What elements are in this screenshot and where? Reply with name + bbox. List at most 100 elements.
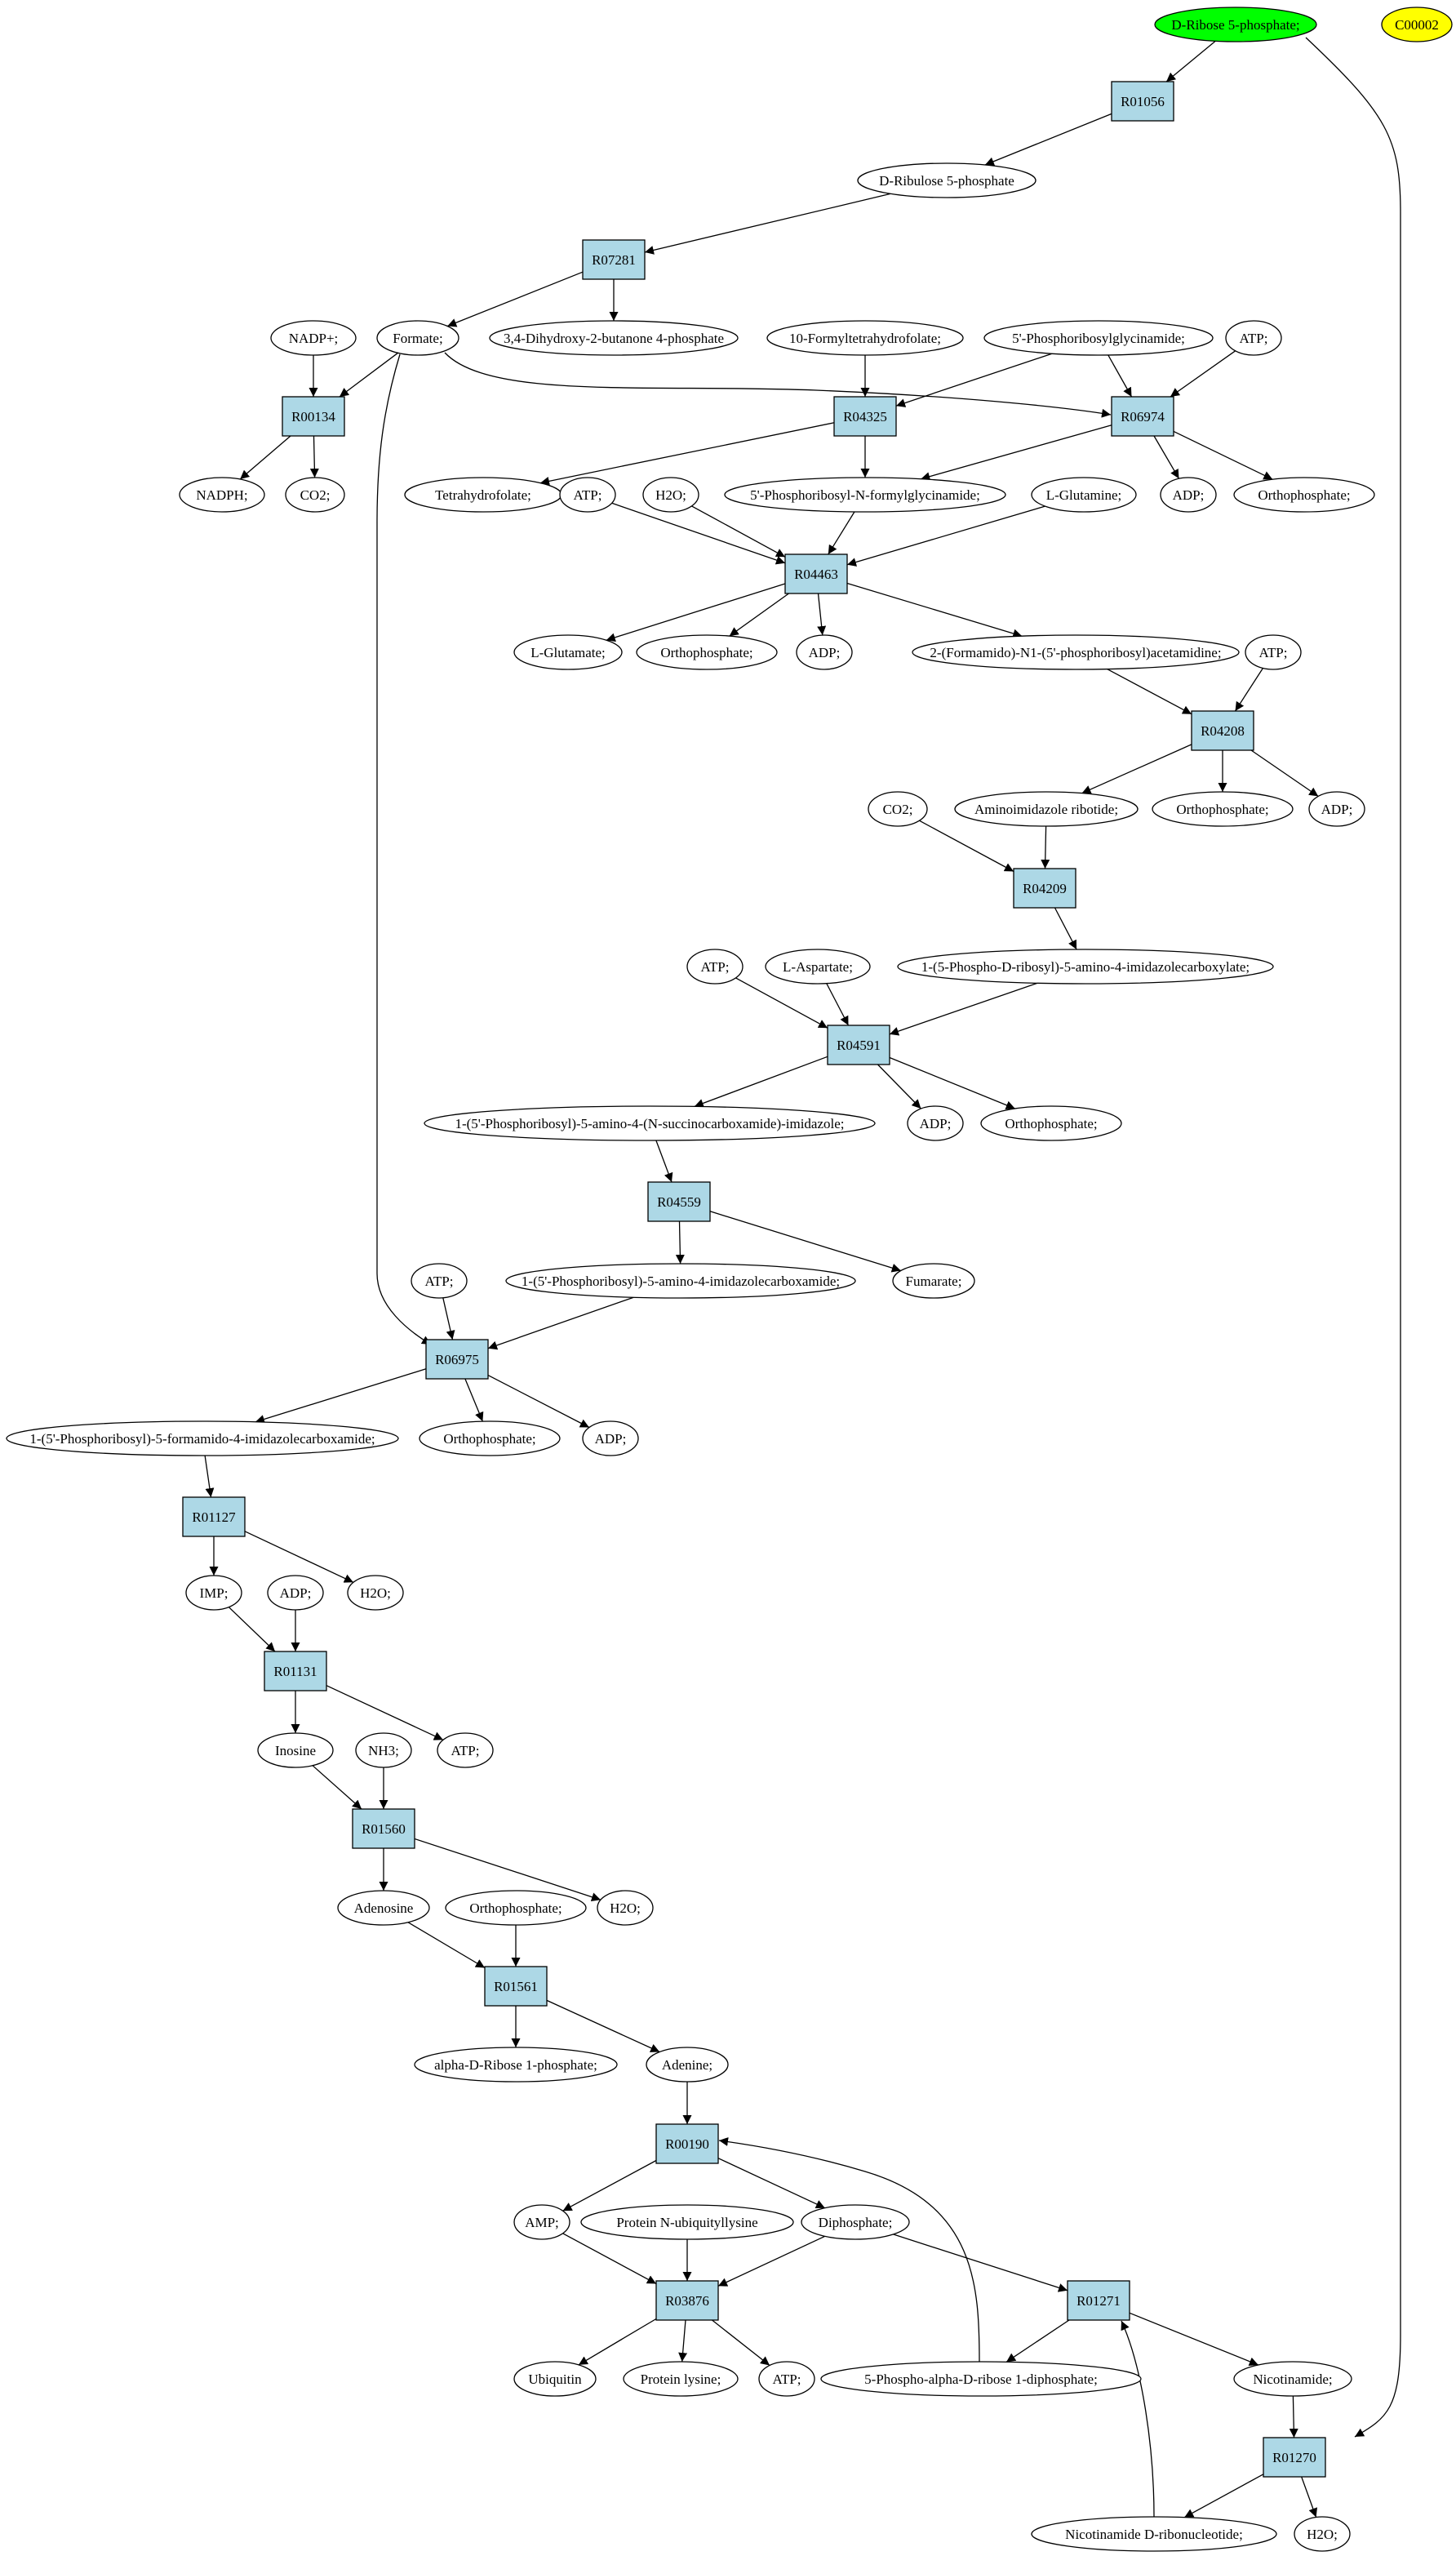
reaction-node-r01561[interactable]: R01561 [484, 1966, 548, 2007]
compound-node-co2-1[interactable]: CO2; [285, 477, 345, 513]
reaction-node-r04209[interactable]: R04209 [1013, 868, 1076, 909]
compound-node-formyltetrahydrofolate[interactable]: 10-Formyltetrahydrofolate; [766, 320, 964, 356]
compound-node-fgam[interactable]: 2-(Formamido)-N1-(5'-phosphoribosyl)acet… [912, 634, 1240, 670]
compound-node-adp-3[interactable]: ADP; [1308, 791, 1365, 827]
compound-node-amp[interactable]: AMP; [513, 2204, 570, 2240]
compound-node-orthophosphate-3[interactable]: Orthophosphate; [1152, 791, 1294, 827]
compound-node-orthophosphate-2[interactable]: Orthophosphate; [636, 634, 778, 670]
compound-node-h2o-3[interactable]: H2O; [597, 1890, 654, 1926]
compound-node-imp[interactable]: IMP; [185, 1575, 242, 1611]
compound-node-phosphoribosylglycinamide[interactable]: 5'-Phosphoribosylglycinamide; [983, 320, 1214, 356]
reaction-node-r07281[interactable]: R07281 [582, 239, 646, 280]
compound-node-saicar[interactable]: 1-(5'-Phosphoribosyl)-5-amino-4-(N-succi… [424, 1105, 876, 1141]
compound-node-nh3[interactable]: NH3; [355, 1732, 412, 1768]
edge-r01271-to-prpp [1005, 2319, 1070, 2363]
compound-node-protein-lysine[interactable]: Protein lysine; [623, 2361, 739, 2397]
edge-r01131-to-atp-6 [326, 1685, 444, 1740]
reaction-node-r00134[interactable]: R00134 [282, 396, 345, 437]
compound-node-orthophosphate-6[interactable]: Orthophosphate; [445, 1890, 587, 1926]
compound-node-ubiquitin[interactable]: Ubiquitin [513, 2361, 597, 2397]
compound-node-nicotinamide[interactable]: Nicotinamide; [1233, 2361, 1352, 2397]
compound-node-orthophosphate-5[interactable]: Orthophosphate; [419, 1420, 561, 1456]
node-label: 2-(Formamido)-N1-(5'-phosphoribosyl)acet… [930, 645, 1221, 660]
compound-node-protein-n-ubiquityllysine[interactable]: Protein N-ubiquityllysine [580, 2204, 794, 2240]
node-label: ADP; [280, 1585, 312, 1601]
reaction-node-r04325[interactable]: R04325 [833, 396, 897, 437]
edge-adenosine-to-r01561 [407, 1922, 486, 1969]
node-label: Fumarate; [906, 1274, 962, 1289]
compound-node-h2o-2[interactable]: H2O; [347, 1575, 404, 1611]
compound-node-adenine[interactable]: Adenine; [646, 2047, 729, 2083]
compound-node-c00002[interactable]: C00002 [1381, 7, 1453, 42]
compound-node-dihydroxy-butanone[interactable]: 3,4-Dihydroxy-2-butanone 4-phosphate [489, 320, 739, 356]
reaction-node-r04559[interactable]: R04559 [647, 1181, 711, 1222]
compound-ellipse [623, 2361, 739, 2397]
compound-node-adp-6[interactable]: ADP; [267, 1575, 324, 1611]
node-label: Orthophosphate; [469, 1900, 562, 1916]
compound-node-adenosine[interactable]: Adenosine [337, 1890, 430, 1926]
compound-node-nadp[interactable]: NADP+; [270, 320, 357, 356]
compound-node-prpp[interactable]: 5-Phospho-alpha-D-ribose 1-diphosphate; [820, 2361, 1142, 2397]
compound-ellipse [597, 1890, 654, 1926]
compound-node-atp-2[interactable]: ATP; [559, 477, 616, 513]
compound-node-faicar[interactable]: 1-(5'-Phosphoribosyl)-5-formamido-4-imid… [6, 1420, 399, 1456]
compound-node-co2-2[interactable]: CO2; [868, 791, 928, 827]
node-label: Orthophosphate; [660, 645, 752, 660]
compound-node-atp-3[interactable]: ATP; [1245, 634, 1302, 670]
compound-node-adp-5[interactable]: ADP; [582, 1420, 639, 1456]
compound-ellipse [376, 320, 459, 356]
compound-node-atp-1[interactable]: ATP; [1225, 320, 1282, 356]
node-label: ADP; [1173, 487, 1205, 503]
compound-node-d-ribose-5-phosphate[interactable]: D-Ribose 5-phosphate; [1154, 7, 1317, 42]
edge-r03876-to-protein-lysine [678, 2319, 688, 2363]
compound-node-atp-5[interactable]: ATP; [411, 1263, 468, 1299]
reaction-node-r01560[interactable]: R01560 [352, 1808, 415, 1849]
reaction-node-r06974[interactable]: R06974 [1111, 396, 1174, 437]
compound-node-atp-6[interactable]: ATP; [437, 1732, 494, 1768]
compound-node-adp-1[interactable]: ADP; [1160, 477, 1217, 513]
compound-node-fgar[interactable]: 5'-Phosphoribosyl-N-formylglycinamide; [724, 477, 1006, 513]
reaction-node-r03876[interactable]: R03876 [655, 2280, 719, 2321]
reaction-node-r01131[interactable]: R01131 [264, 1651, 327, 1691]
reaction-node-r01127[interactable]: R01127 [182, 1496, 246, 1537]
reaction-node-r04208[interactable]: R04208 [1191, 710, 1254, 751]
compound-node-atp-4[interactable]: ATP; [686, 949, 744, 985]
compound-ellipse [1308, 791, 1365, 827]
compound-node-tetrahydrofolate[interactable]: Tetrahydrofolate; [404, 477, 562, 513]
compound-node-adp-2[interactable]: ADP; [796, 634, 853, 670]
compound-node-adp-4[interactable]: ADP; [907, 1105, 964, 1141]
node-label: ATP; [574, 487, 602, 503]
reaction-node-r01270[interactable]: R01270 [1263, 2437, 1326, 2478]
compound-node-orthophosphate-1[interactable]: Orthophosphate; [1233, 477, 1375, 513]
reaction-node-r01056[interactable]: R01056 [1111, 81, 1174, 122]
compound-node-d-ribulose-5-phosphate[interactable]: D-Ribulose 5-phosphate [857, 162, 1037, 198]
compound-node-h2o-1[interactable]: H2O; [642, 477, 699, 513]
compound-node-fumarate[interactable]: Fumarate; [892, 1263, 975, 1299]
compound-node-air[interactable]: Aminoimidazole ribotide; [954, 791, 1139, 827]
compound-node-l-glutamine[interactable]: L-Glutamine; [1031, 477, 1137, 513]
reaction-node-r06975[interactable]: R06975 [425, 1339, 489, 1380]
compound-node-aicar[interactable]: 1-(5'-Phosphoribosyl)-5-amino-4-imidazol… [505, 1263, 856, 1299]
compound-ellipse [257, 1732, 334, 1768]
compound-node-nadph[interactable]: NADPH; [179, 477, 265, 513]
reaction-node-r01271[interactable]: R01271 [1067, 2280, 1130, 2321]
edge-r04208-to-air [1081, 744, 1192, 794]
compound-ellipse [6, 1420, 399, 1456]
compound-node-cair[interactable]: 1-(5-Phospho-D-ribosyl)-5-amino-4-imidaz… [897, 949, 1274, 985]
compound-node-atp-7[interactable]: ATP; [758, 2361, 815, 2397]
compound-node-inosine[interactable]: Inosine [257, 1732, 334, 1768]
reaction-node-r00190[interactable]: R00190 [655, 2123, 719, 2164]
node-label: 1-(5'-Phosphoribosyl)-5-amino-4-imidazol… [522, 1274, 840, 1289]
compound-node-formate[interactable]: Formate; [376, 320, 459, 356]
compound-node-nicotinamide-d-ribonucleotide[interactable]: Nicotinamide D-ribonucleotide; [1031, 2516, 1277, 2552]
node-label: R04463 [794, 567, 838, 582]
compound-node-l-aspartate[interactable]: L-Aspartate; [765, 949, 871, 985]
compound-node-orthophosphate-4[interactable]: Orthophosphate; [980, 1105, 1122, 1141]
compound-ellipse [724, 477, 1006, 513]
compound-node-alpha-d-ribose-1-phosphate[interactable]: alpha-D-Ribose 1-phosphate; [414, 2047, 618, 2083]
reaction-node-r04591[interactable]: R04591 [827, 1025, 890, 1065]
compound-node-diphosphate[interactable]: Diphosphate; [801, 2204, 910, 2240]
compound-node-h2o-4[interactable]: H2O; [1294, 2516, 1351, 2552]
compound-node-l-glutamate[interactable]: L-Glutamate; [513, 634, 623, 670]
reaction-node-r04463[interactable]: R04463 [784, 553, 848, 594]
